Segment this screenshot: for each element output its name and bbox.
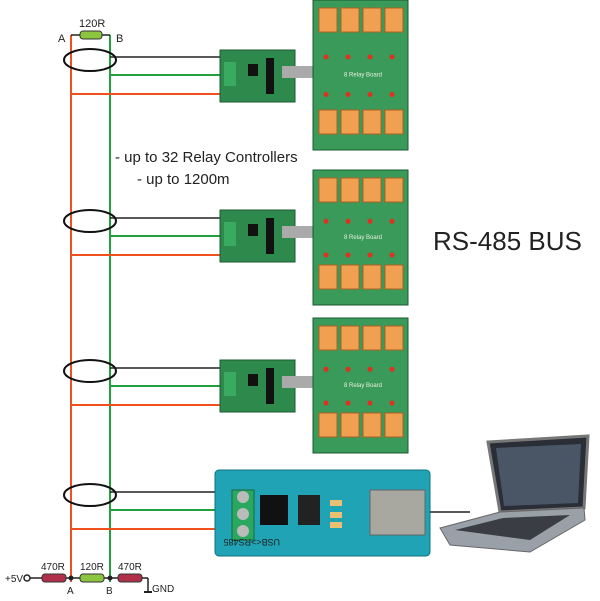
relay: [318, 264, 338, 290]
supply-label: +5V: [5, 574, 23, 585]
terminator-label: 120R: [80, 562, 104, 573]
note-distance: - up to 1200m: [137, 171, 230, 188]
note-controllers: - up to 32 Relay Controllers: [115, 149, 298, 166]
bus-node-4: [63, 483, 232, 530]
relay: [384, 264, 404, 290]
relay-controller-board: [219, 359, 317, 413]
top-label-a: A: [58, 33, 66, 45]
pullup-resistor: [41, 573, 67, 583]
relay: [318, 325, 338, 351]
relay: [362, 109, 382, 135]
relay: [340, 7, 360, 33]
relay-board-2: 8 Relay Board: [312, 169, 409, 306]
relay: [362, 7, 382, 33]
relay-controller-board: [219, 209, 317, 263]
ribbon-cable: [282, 226, 317, 238]
relay: [340, 412, 360, 438]
relay-board-silkscreen: 8 Relay Board: [344, 383, 382, 389]
relay: [384, 325, 404, 351]
relay: [318, 7, 338, 33]
relay: [318, 109, 338, 135]
ribbon-cable: [282, 66, 317, 78]
twisted-pair-ellipse: [63, 359, 117, 383]
relay: [362, 325, 382, 351]
relay-board-3: 8 Relay Board: [312, 317, 409, 454]
bottom-label-a: A: [67, 586, 74, 597]
relay: [384, 7, 404, 33]
relay-controller-board: [219, 49, 317, 103]
bottom-terminator-resistor: [79, 573, 105, 583]
pulldown-label: 470R: [118, 562, 142, 573]
ground-label: GND: [152, 584, 174, 595]
bus-node-3: [63, 359, 317, 413]
relay: [318, 177, 338, 203]
usb-b-connector: [369, 489, 426, 536]
relay-board-silkscreen: 8 Relay Board: [344, 235, 382, 241]
bus-node-2: [63, 209, 317, 263]
relay: [340, 325, 360, 351]
usb-rs485-converter: USB<>RS485: [214, 469, 431, 557]
relay-board-1: 8 Relay Board: [312, 0, 409, 151]
laptop: [439, 434, 590, 553]
bottom-label-b: B: [106, 586, 113, 597]
relay: [384, 412, 404, 438]
bus-node-1: [63, 48, 317, 103]
relay: [362, 177, 382, 203]
relay: [362, 412, 382, 438]
relay-board-silkscreen: 8 Relay Board: [344, 73, 382, 79]
bus-title: RS-485 BUS: [433, 226, 582, 256]
ic-chip: [260, 495, 288, 525]
supply-terminal: [23, 574, 31, 582]
twisted-pair-ellipse: [63, 48, 117, 72]
relay: [340, 264, 360, 290]
top-terminator-resistor: [79, 30, 103, 40]
relay: [384, 109, 404, 135]
top-label-b: B: [116, 33, 123, 45]
relay: [340, 177, 360, 203]
twisted-pair-ellipse: [63, 209, 117, 233]
twisted-pair-ellipse: [63, 483, 117, 507]
converter-silkscreen: USB<>RS485: [223, 537, 280, 547]
relay: [384, 177, 404, 203]
pullup-label: 470R: [41, 562, 65, 573]
ribbon-cable: [282, 376, 317, 388]
relay: [362, 264, 382, 290]
ic-chip: [298, 495, 320, 525]
relay: [340, 109, 360, 135]
pulldown-resistor: [117, 573, 143, 583]
top-resistor-label: 120R: [79, 18, 105, 30]
relay: [318, 412, 338, 438]
